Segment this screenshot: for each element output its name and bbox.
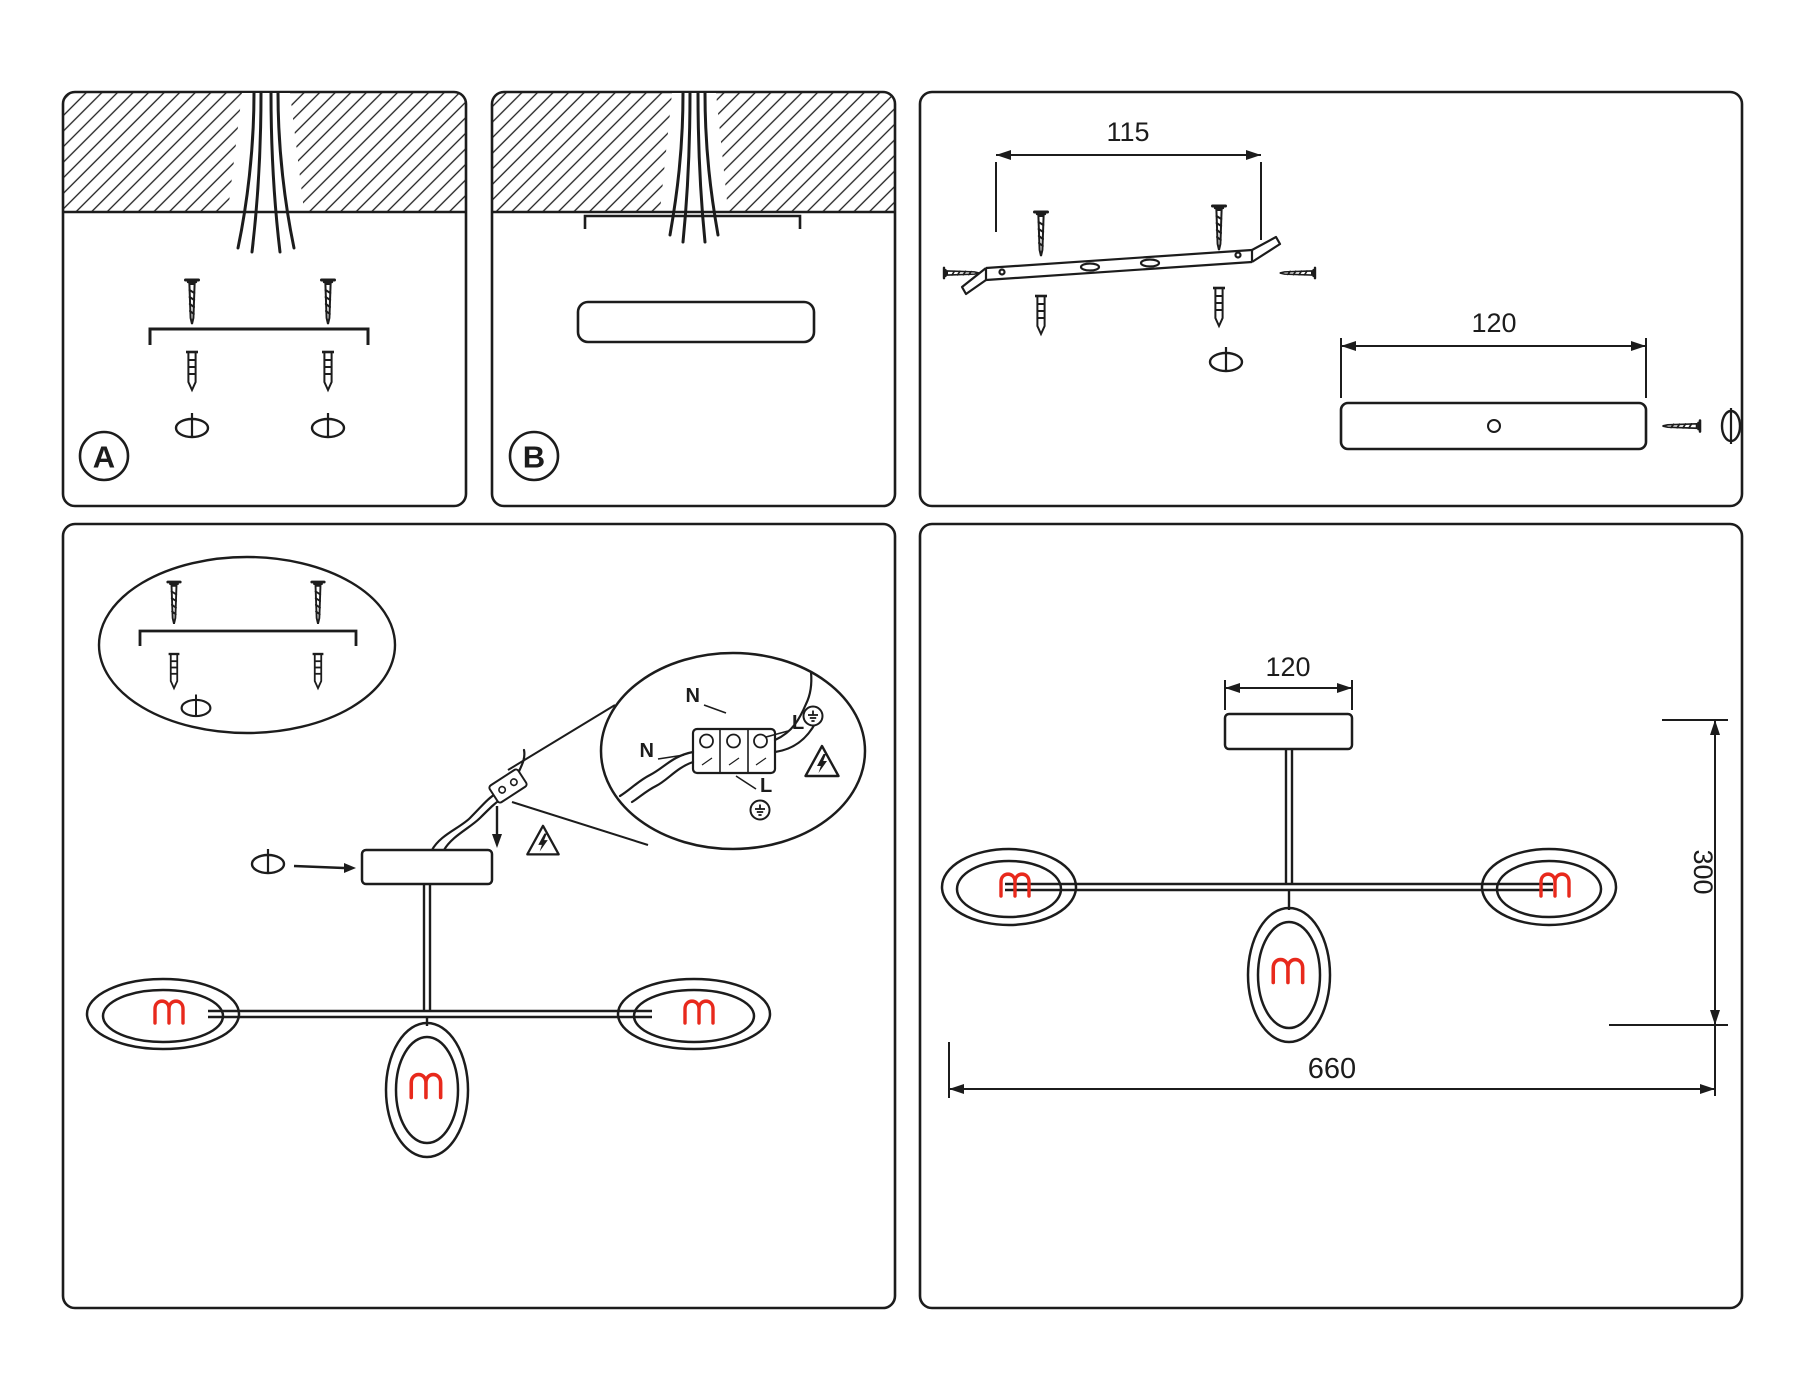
screw-head-icon [1720,408,1742,444]
fixture-assembly [85,748,772,1159]
fixture-frame-front [1005,749,1553,910]
lamp-shade [616,977,772,1051]
dimension-line-300 [1609,719,1728,1096]
wire-connector [488,768,528,804]
fixture-frame [208,884,652,1026]
lamp-shades-front [940,847,1618,1044]
dimension-line-120 [1224,680,1353,710]
callout-line [507,704,616,771]
lamp-shade [85,977,241,1051]
ground-icon [802,705,824,727]
label-leader [735,775,757,790]
step-a-label: A [93,440,115,475]
mounting-bracket-3d [960,235,1282,296]
ceiling-hatch-b [492,92,895,214]
ceiling-hatch-a [63,92,466,214]
panel-fixture-dimensions: 120 300 [918,522,1744,1310]
ceiling-bracket-b [583,214,802,229]
lamp-shade [384,1021,470,1159]
dimension-line-115 [995,150,1262,240]
panel-step-a: A [61,90,468,508]
lamp-shades [85,977,772,1159]
canopy-bar [360,848,494,886]
canopy-front [1223,712,1354,751]
hardware-inset [97,555,397,735]
canopy-plate-b [576,300,816,344]
mounting-bracket-inset [138,629,358,646]
ground-icon [749,799,771,821]
step-a-badge [78,430,130,482]
step-b-label: B [523,440,545,475]
lamp-shade-inner [1495,859,1603,919]
lamp-shade [1480,847,1618,927]
insert-arrow [293,863,356,873]
ceiling-wires-a [236,91,296,254]
terminal-block [691,727,777,775]
label-leader [765,730,789,738]
ceiling-wires-b [668,91,720,244]
panel-assembly-wiring: N L N L [61,522,897,1310]
wire-label-neutral-top: N [686,685,700,707]
height-value: 300 [1688,849,1718,894]
canopy-bar [1339,401,1648,451]
lamp-shade-inner [955,859,1063,919]
lamp-shade [940,847,1078,927]
push-down-arrow [492,806,502,848]
width-value: 660 [1308,1053,1356,1085]
lamp-shade-inner [1256,920,1322,1030]
canopy-width-value: 120 [1265,652,1310,682]
panel-hardware-dimensions: 115 120 [918,90,1744,508]
wire-label-live-side: L [760,775,772,797]
canopy-hole [1487,419,1501,433]
label-leader [657,754,685,760]
wire-label-live-top: L [792,712,804,734]
dimension-line-120-canopy [1340,338,1647,398]
panel-br-border [918,522,1744,1310]
wiring-magnifier: N L N L [507,651,867,851]
callout-line [511,801,649,846]
dimension-line-660 [948,1042,1715,1098]
lamp-shade [1246,906,1332,1044]
lamp-shade-inner [394,1035,460,1145]
wire-label-neutral-side: N [640,740,654,762]
canopy-length-value: 120 [1471,308,1516,338]
lamp-shade-inner [101,988,225,1044]
bracket-spacing-value: 115 [1106,117,1149,147]
label-leader [703,704,727,714]
step-b-badge [508,430,560,482]
lamp-shade-inner [632,988,756,1044]
panel-step-b: B [490,90,897,508]
mounting-bracket-a [148,327,370,345]
